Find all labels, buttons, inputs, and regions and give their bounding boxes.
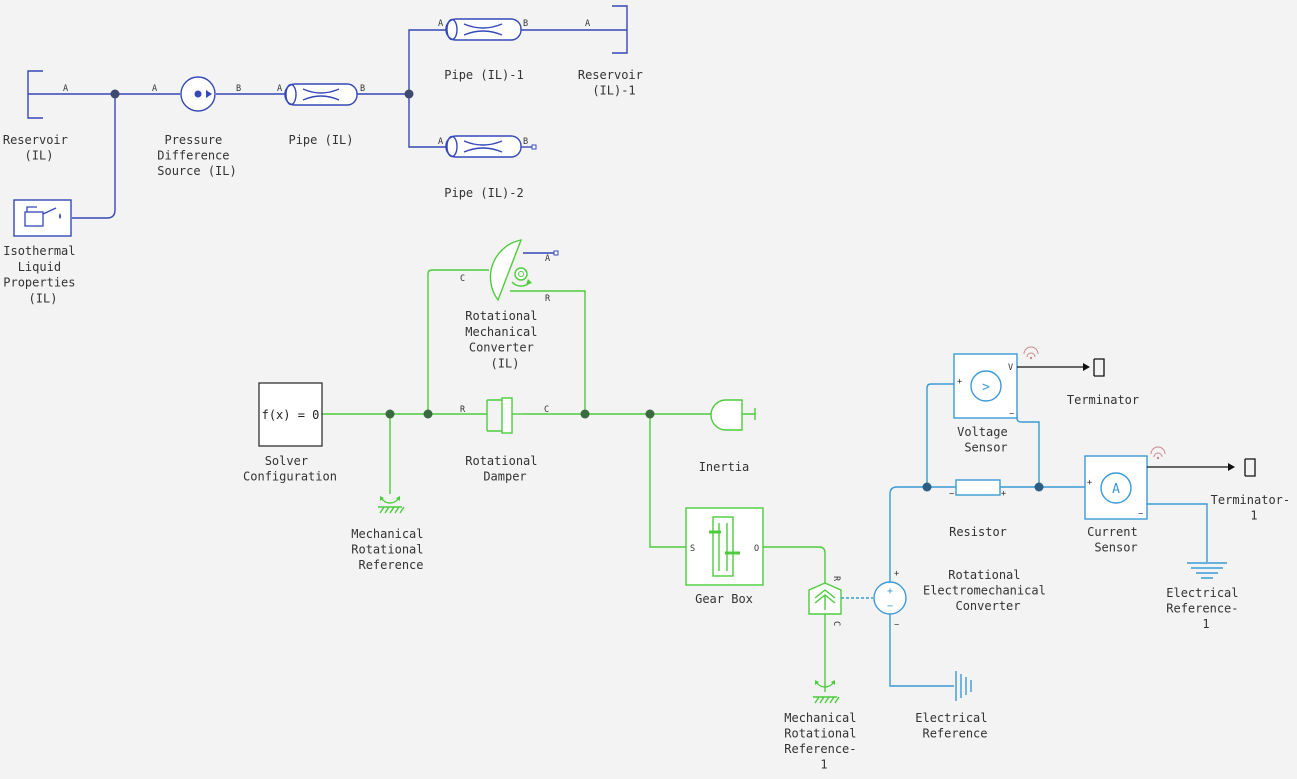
mech-ref1-label: Mechanical Rotational Reference- 1: [784, 711, 863, 772]
port-label: −: [949, 489, 954, 499]
junction-dot[interactable]: [110, 89, 120, 99]
resistor-label: Resistor: [949, 525, 1007, 539]
pressure-source-block[interactable]: [180, 76, 216, 112]
terminator-block[interactable]: [1017, 358, 1105, 377]
oil-can-icon: [24, 206, 61, 227]
voltage-sensor-block[interactable]: >: [953, 346, 1039, 419]
junction-dot[interactable]: [922, 482, 932, 492]
inertia-block[interactable]: [710, 399, 756, 431]
electrical-reference1-block[interactable]: [1187, 562, 1227, 579]
voltage-symbol: >: [982, 380, 990, 395]
resistor-block[interactable]: [955, 479, 1001, 496]
pipe2-block[interactable]: [445, 135, 537, 158]
reservoir-label: Reservoir (IL): [3, 133, 75, 163]
port-label: −: [1138, 509, 1143, 519]
port-label: −: [894, 620, 899, 630]
junction-dot[interactable]: [1034, 482, 1044, 492]
port-label: O: [754, 544, 759, 554]
junction-dot[interactable]: [404, 89, 414, 99]
port-label: C: [460, 274, 465, 284]
port-label: S: [690, 544, 695, 554]
gear-box-label: Gear Box: [695, 592, 753, 606]
port-label: +: [957, 377, 962, 387]
pipe2-label: Pipe (IL)-2: [444, 186, 523, 200]
port-label: A: [585, 19, 590, 29]
solver-label: Solver Configuration: [243, 454, 337, 484]
mechanical-lines: [322, 269, 826, 692]
port-label: +: [894, 569, 899, 579]
rotational-damper-block[interactable]: [486, 397, 525, 434]
port-label: B: [523, 137, 528, 147]
port-label: R: [831, 576, 841, 582]
mech-ref-label: Mechanical Rotational Reference: [351, 527, 430, 572]
isothermal-label: Isothermal Liquid Properties (IL): [3, 244, 82, 305]
rotational-electromechanical-converter-block[interactable]: + −: [808, 581, 907, 615]
ammeter-symbol: A: [1112, 482, 1120, 497]
pipe-block[interactable]: [284, 83, 358, 106]
port-label: B: [236, 84, 241, 94]
terminator1-label: Terminator- 1: [1211, 493, 1297, 523]
pipe1-label: Pipe (IL)-1: [444, 68, 523, 82]
junction-dot[interactable]: [645, 409, 655, 419]
pressure-source-label: Pressure Difference Source (IL): [157, 133, 236, 178]
electrical-lines: [889, 383, 1208, 687]
mechanical-rotational-reference1-block[interactable]: [813, 680, 840, 704]
mechanical-rotational-reference-block[interactable]: [378, 496, 405, 514]
solver-formula: f(x) = 0: [262, 408, 320, 422]
plus-sign: +: [887, 586, 893, 597]
port-label: C: [831, 621, 841, 626]
isothermal-liquid-block[interactable]: [13, 199, 72, 237]
terminator1-block[interactable]: [1147, 458, 1256, 477]
current-sensor-label: Current Sensor: [1087, 525, 1145, 555]
port-label: C: [544, 405, 549, 415]
rot-mech-converter-label: Rotational Mechanical Converter (IL): [465, 309, 544, 370]
port-label: A: [545, 254, 550, 264]
pipe1-block[interactable]: [445, 18, 522, 41]
voltage-sensor-label: Voltage Sensor: [957, 425, 1015, 455]
solver-configuration-block[interactable]: f(x) = 0: [258, 382, 323, 447]
gear-box-block[interactable]: [685, 507, 764, 586]
terminator-label: Terminator: [1067, 393, 1139, 407]
reservoir1-block[interactable]: [612, 5, 628, 54]
pipe-label: Pipe (IL): [288, 133, 353, 147]
current-sensor-block[interactable]: A: [1084, 446, 1166, 520]
elec-ref1-label: Electrical Reference- 1: [1166, 586, 1245, 631]
reservoir-block[interactable]: [27, 70, 43, 119]
junction-dot[interactable]: [423, 409, 433, 419]
inertia-label: Inertia: [699, 460, 750, 474]
port-label: A: [438, 137, 443, 147]
port-label: R: [545, 294, 551, 304]
port-label: A: [438, 19, 443, 29]
rot-damper-label: Rotational Damper: [465, 454, 544, 484]
port-label: A: [152, 84, 157, 94]
port-label: V: [1008, 363, 1013, 373]
port-label: A: [277, 84, 282, 94]
rot-em-converter-label: Rotational Electromechanical Converter: [923, 568, 1053, 613]
minus-sign: −: [887, 601, 893, 612]
elec-ref-label: Electrical Reference: [915, 711, 994, 741]
junction-dot[interactable]: [580, 409, 590, 419]
port-label: B: [523, 19, 528, 29]
port-label: +: [1001, 489, 1006, 499]
rotational-mechanical-converter-block[interactable]: [489, 239, 559, 302]
port-label: −: [1009, 409, 1014, 419]
electrical-reference-block[interactable]: [955, 671, 972, 701]
port-label: +: [1087, 478, 1092, 488]
block-labels: Reservoir (IL) Pressure Difference Sourc…: [3, 68, 1297, 772]
hydraulic-lines: [28, 29, 627, 219]
port-label: A: [63, 84, 68, 94]
port-label: B: [360, 84, 365, 94]
junction-dot[interactable]: [385, 409, 395, 419]
port-label: R: [460, 405, 466, 415]
reservoir1-label: Reservoir (IL)-1: [578, 68, 650, 98]
